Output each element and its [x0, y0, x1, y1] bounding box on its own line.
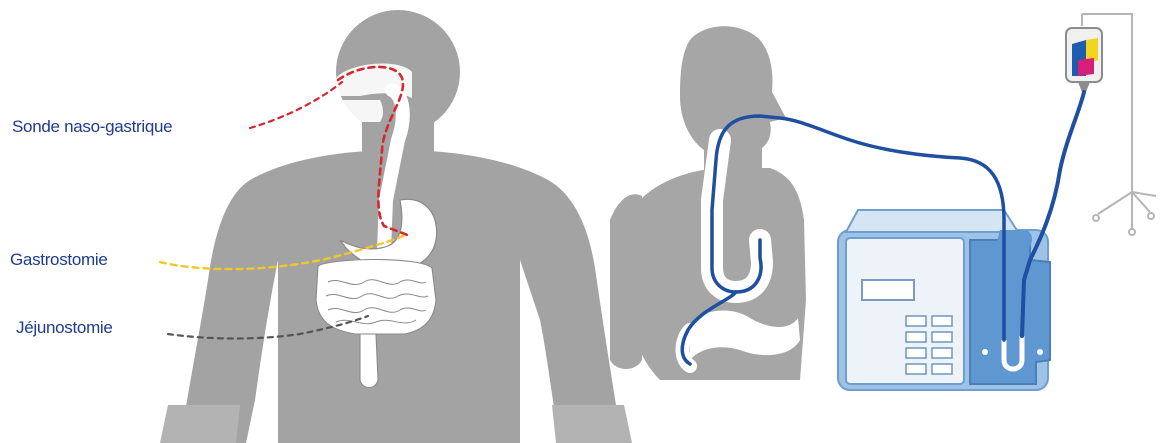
- feeding-bag-icon: [1066, 28, 1102, 92]
- feeding-pump-icon: [838, 210, 1050, 390]
- label-gastrostomy: Gastrostomie: [10, 250, 108, 270]
- nasogastric-leader-line: [250, 82, 342, 128]
- label-jejunostomy: Jéjunostomie: [16, 318, 113, 338]
- label-nasogastric: Sonde naso-gastrique: [12, 117, 172, 137]
